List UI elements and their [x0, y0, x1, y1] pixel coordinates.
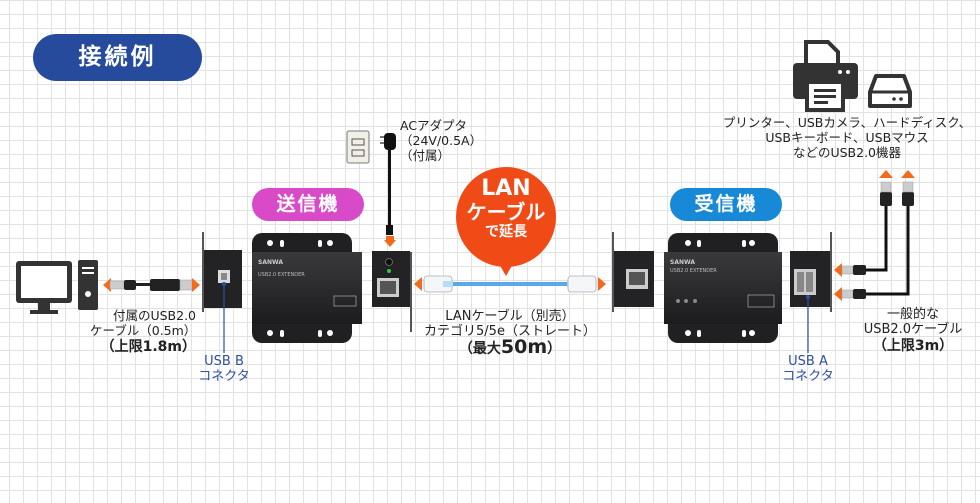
usb-a-connector-label: USB A コネクタ	[772, 354, 844, 384]
receiver-lan-panel	[612, 232, 654, 312]
usb-cable-line2: USB2.0ケーブル	[863, 322, 963, 337]
devices-line1: プリンター、USBカメラ、ハードディスク、	[722, 115, 972, 130]
hard-disk-icon	[868, 74, 912, 108]
usb-b-line1: USB B	[204, 354, 244, 369]
usb-b-connector-label: USB B コネクタ	[188, 354, 260, 384]
lan-extension-bubble: LAN ケーブル で延長	[456, 167, 556, 267]
devices-line3: などのUSB2.0機器	[792, 145, 902, 160]
transmitter-device: SANWA USB2.0 EXTENDER	[252, 233, 362, 343]
ac-adapter-cable	[380, 133, 396, 247]
bubble-line3: で延長	[485, 224, 527, 240]
lan-cable-line1: LANケーブル（別売）	[445, 309, 575, 324]
lan-cable-line2: カテゴリ5/5e（ストレート）	[424, 324, 596, 339]
receiver-label: 受信機	[670, 188, 782, 221]
pc-cable-label: 付属のUSB2.0 ケーブル（0.5m） （上限1.8m）	[90, 308, 196, 355]
pc-monitor-icon	[16, 261, 72, 314]
svg-text:USB2.0 EXTENDER: USB2.0 EXTENDER	[670, 268, 717, 274]
svg-text:USB2.0 EXTENDER: USB2.0 EXTENDER	[258, 272, 305, 278]
devices-line2: USBキーボード、USBマウス	[765, 130, 929, 145]
receiver-device: SANWA USB2.0 EXTENDER	[664, 233, 782, 343]
bubble-line1: LAN	[481, 176, 531, 201]
usb-b-line2: コネクタ	[198, 369, 250, 384]
usb-a-line1: USB A	[788, 354, 828, 369]
svg-text:SANWA: SANWA	[670, 259, 695, 266]
transmitter-label: 送信機	[252, 188, 364, 221]
usb-a-cables	[834, 170, 915, 301]
usb-devices-label: プリンター、USBカメラ、ハードディスク、 USBキーボード、USBマウス など…	[712, 115, 980, 160]
usb-a-line2: コネクタ	[782, 369, 834, 384]
ac-adapter-line1: ACアダプタ	[400, 118, 468, 133]
receiver-usb-a-panel	[790, 232, 832, 353]
lan-cable-max: （最大50m）	[420, 338, 600, 357]
ac-adapter-line2: （24V/0.5A）	[400, 133, 483, 148]
usb-a-cable-label: 一般的な USB2.0ケーブル （上限3m）	[848, 307, 978, 354]
printer-icon	[793, 40, 858, 112]
bubble-line2: ケーブル	[466, 200, 546, 224]
pc-cable-limit: （上限1.8m）	[100, 339, 196, 355]
lan-max-value: 50m	[500, 336, 548, 358]
lan-cable-label: LANケーブル（別売） カテゴリ5/5e（ストレート） （最大50m）	[420, 309, 600, 357]
bubble-tail	[498, 262, 514, 276]
usb-cable-line1: 一般的な	[886, 307, 939, 322]
wall-outlet-icon	[346, 130, 370, 164]
pc-tower-icon	[78, 260, 98, 310]
ac-adapter-label: ACアダプタ （24V/0.5A） （付属）	[400, 118, 482, 163]
lan-cable	[414, 275, 606, 293]
lan-max-suffix: ）	[547, 341, 562, 357]
lan-max-prefix: （最大	[458, 341, 501, 357]
transmitter-usb-b-panel	[202, 232, 242, 353]
svg-text:SANWA: SANWA	[258, 259, 283, 266]
page-title: 接続例	[33, 34, 202, 81]
pc-cable-line2: ケーブル（0.5m）	[90, 323, 197, 338]
pc-cable-line1: 付属のUSB2.0	[112, 308, 196, 323]
usb-b-cable	[103, 278, 200, 292]
transmitter-lan-panel	[372, 251, 412, 332]
usb-cable-limit: （上限3m）	[872, 338, 954, 354]
ac-adapter-line3: （付属）	[400, 148, 451, 163]
